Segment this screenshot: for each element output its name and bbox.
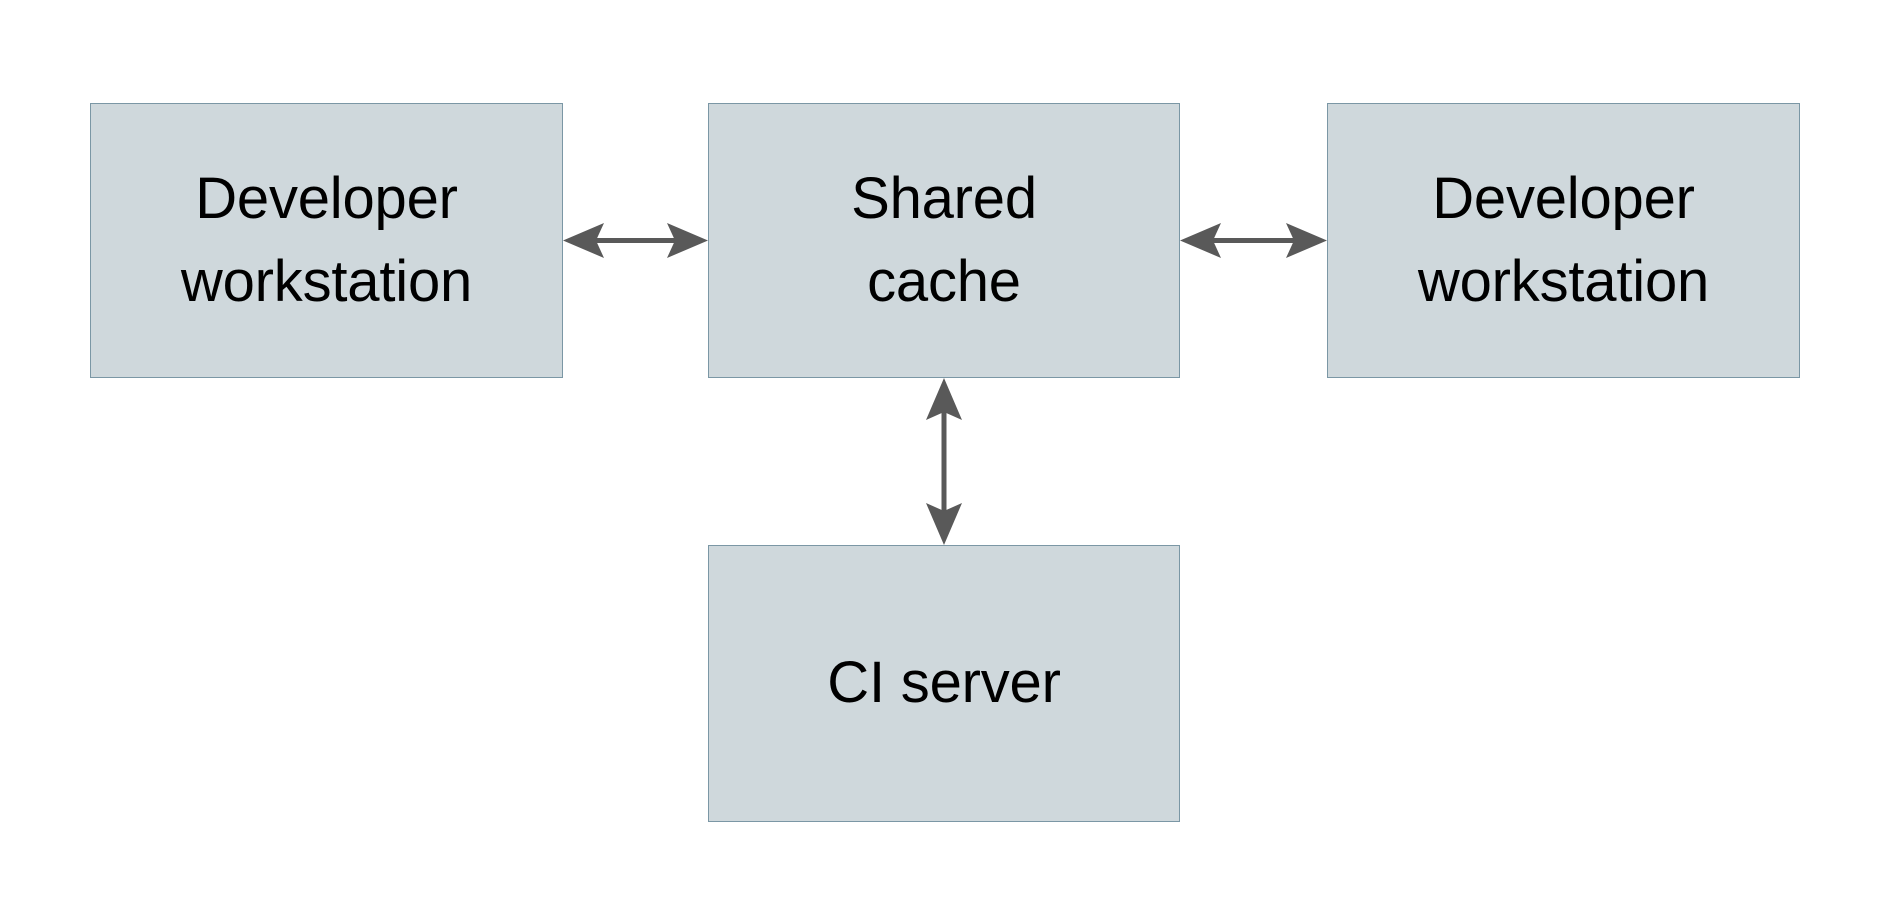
arrowhead-right-pointing-east [1286, 223, 1327, 258]
node-label-developer-workstation-right: Developer workstation [1417, 166, 1710, 314]
node-label-shared-cache: Shared cache [851, 166, 1037, 314]
edge-shaft-horizontal-right [1209, 238, 1298, 243]
node-shared-cache[interactable]: Shared cache [708, 103, 1180, 378]
node-label-ci-server: CI server [827, 650, 1061, 716]
node-developer-workstation-left[interactable]: Developer workstation [90, 103, 563, 378]
arrowhead-right-pointing-west [1180, 223, 1221, 258]
arrowhead-left-pointing-west [563, 223, 604, 258]
edge-shaft-horizontal-left [592, 238, 678, 243]
node-ci-server[interactable]: CI server [708, 545, 1180, 822]
edge-cache-to-right-workstation [1180, 223, 1327, 258]
node-developer-workstation-right[interactable]: Developer workstation [1327, 103, 1800, 378]
edge-left-workstation-to-cache [563, 223, 708, 258]
arrowhead-vertical-pointing-south [926, 503, 962, 545]
arrowhead-vertical-pointing-north [926, 378, 962, 420]
edge-cache-to-ci-server [926, 378, 962, 545]
arrowhead-left-pointing-east [667, 223, 708, 258]
edge-shaft-vertical [941, 408, 947, 517]
node-label-developer-workstation-left: Developer workstation [180, 166, 473, 314]
